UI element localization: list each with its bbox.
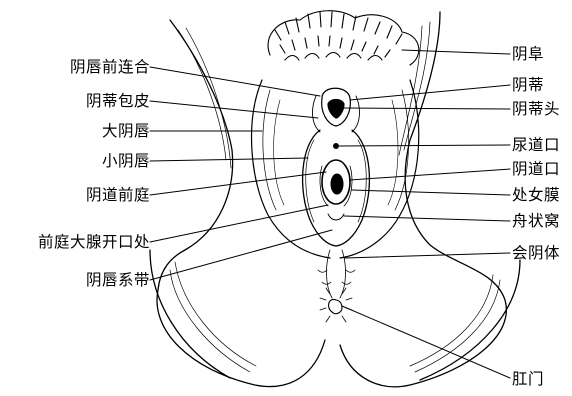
label-fossa-navicularis: 舟状窝 [512, 212, 560, 230]
leader-labial-commissure [150, 67, 320, 96]
leader-lines [150, 50, 510, 378]
leader-clitoral-hood [150, 101, 318, 118]
leader-perineal-body [345, 253, 510, 258]
urethral-opening [334, 144, 339, 149]
label-urethral-opening: 尿道口 [512, 136, 560, 154]
label-clitoral-hood: 阴蒂包皮 [86, 92, 150, 110]
leader-fossa [344, 216, 510, 221]
leader-vaginal-opening [350, 169, 510, 180]
label-vaginal-opening: 阴道口 [512, 160, 560, 178]
label-anterior-labial-commissure: 阴唇前连合 [70, 58, 150, 76]
label-clitoris: 阴蒂 [512, 76, 544, 94]
label-mons-pubis: 阴阜 [512, 45, 544, 63]
mons-pubis-hair [268, 11, 419, 65]
label-labia-majora: 大阴唇 [102, 122, 150, 140]
label-anus: 肛门 [512, 370, 544, 388]
vaginal-vestibule [320, 144, 352, 221]
label-perineal-body: 会阴体 [512, 244, 560, 262]
leader-glans [344, 108, 510, 109]
clitoris [313, 88, 360, 132]
leader-hymen [352, 190, 510, 195]
label-labia-minora: 小阴唇 [102, 152, 150, 170]
leader-vestibule [150, 172, 326, 195]
thigh-outlines [150, 12, 520, 387]
leader-bartholin-opening [150, 205, 328, 242]
perineum [318, 250, 355, 322]
leader-clitoris [350, 85, 510, 100]
leader-anus [342, 306, 510, 378]
leader-labia-minora [150, 158, 308, 161]
leader-urethral-opening [339, 145, 510, 146]
label-labial-frenulum: 阴唇系带 [86, 271, 150, 289]
label-vaginal-vestibule: 阴道前庭 [86, 186, 150, 204]
fossa-navicularis [328, 214, 344, 220]
label-glans-clitoris: 阴蒂头 [512, 100, 560, 118]
label-hymen: 处女膜 [512, 186, 560, 204]
label-bartholin-gland-opening: 前庭大腺开口处 [38, 233, 150, 251]
